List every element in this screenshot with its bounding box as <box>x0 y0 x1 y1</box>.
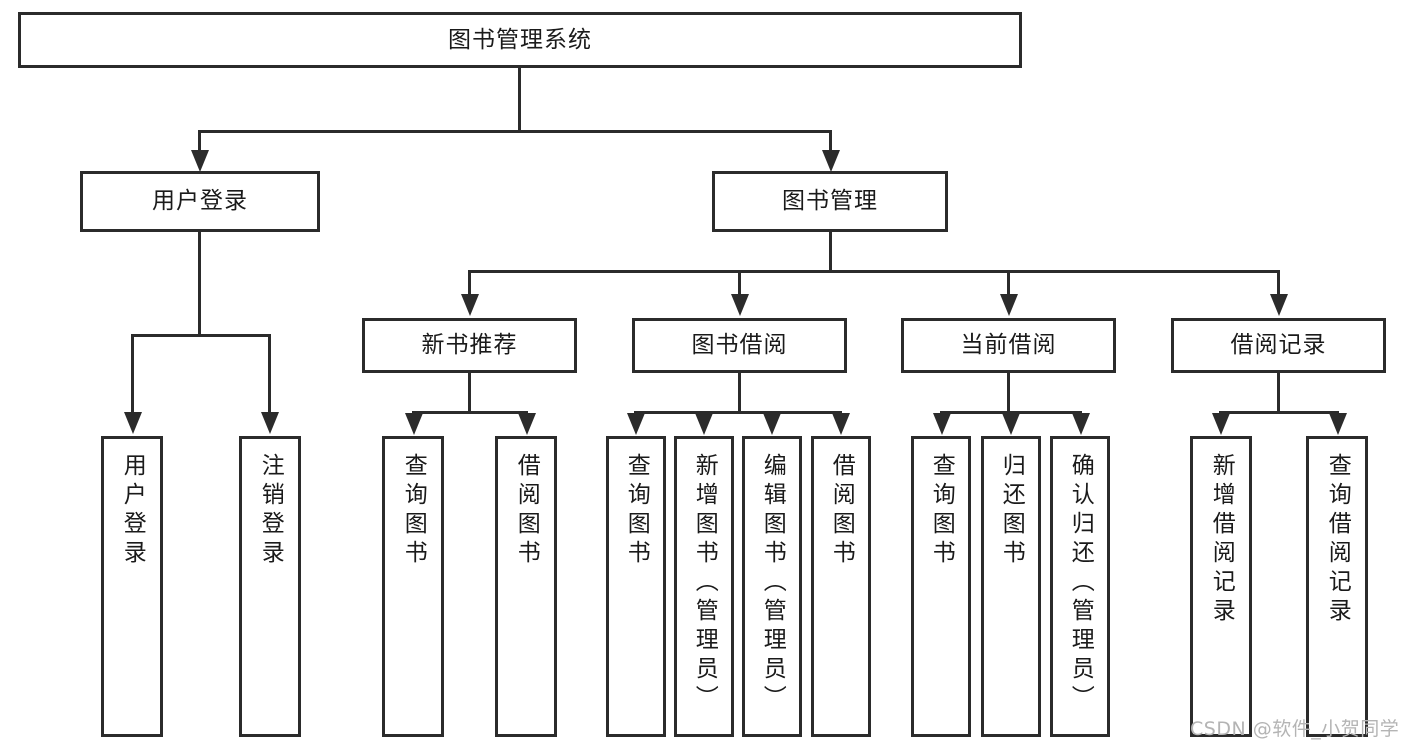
leaf-cb-return-book[interactable]: 归还图书 <box>981 436 1041 737</box>
node-current-borrow[interactable]: 当前借阅 <box>901 318 1116 373</box>
leaf-cb-query-book-label: 查询图书 <box>928 453 955 569</box>
arrow-to-leaf-nbr-borrow <box>518 413 536 435</box>
arrow-to-leaf-bb-edit <box>763 413 781 435</box>
leaf-bb-query-book-label: 查询图书 <box>623 453 650 569</box>
connector-br-stem <box>1277 373 1280 413</box>
arrow-to-leaf-bb-query <box>627 413 645 435</box>
node-user-login[interactable]: 用户登录 <box>80 171 320 232</box>
connector-root-bus <box>198 130 832 133</box>
connector-bm-drop-3 <box>1007 270 1010 298</box>
connector-br-bus <box>1219 411 1339 414</box>
connector-book-manage-bus <box>468 270 1280 273</box>
leaf-nbr-borrow-book[interactable]: 借阅图书 <box>495 436 557 737</box>
connector-root-drop-left <box>198 130 201 155</box>
arrow-to-leaf-br-add <box>1212 413 1230 435</box>
arrow-root-to-user-login <box>191 150 209 172</box>
connector-bm-drop-1 <box>468 270 471 298</box>
leaf-nbr-query-book[interactable]: 查询图书 <box>382 436 444 737</box>
connector-root-stem <box>518 68 521 131</box>
arrow-to-current-borrow <box>1000 294 1018 316</box>
node-book-manage[interactable]: 图书管理 <box>712 171 948 232</box>
node-borrow-record[interactable]: 借阅记录 <box>1171 318 1386 373</box>
leaf-bb-edit-book-label: 编辑图书（管理员） <box>759 453 786 714</box>
leaf-bb-query-book[interactable]: 查询图书 <box>606 436 666 737</box>
leaf-nbr-query-book-label: 查询图书 <box>400 453 427 569</box>
leaf-cb-return-book-label: 归还图书 <box>998 453 1025 569</box>
leaf-user-login-label: 用户登录 <box>119 453 146 569</box>
leaf-bb-add-book[interactable]: 新增图书（管理员） <box>674 436 734 737</box>
leaf-user-login[interactable]: 用户登录 <box>101 436 163 737</box>
leaf-br-add-record-label: 新增借阅记录 <box>1208 453 1235 627</box>
connector-nbr-bus <box>412 411 528 414</box>
connector-bb-stem <box>738 373 741 413</box>
node-borrow-record-label: 借阅记录 <box>1230 332 1327 359</box>
connector-nbr-stem <box>468 373 471 413</box>
leaf-cb-query-book[interactable]: 查询图书 <box>911 436 971 737</box>
node-book-manage-label: 图书管理 <box>782 188 878 215</box>
arrow-to-book-borrow <box>731 294 749 316</box>
arrow-to-leaf-bb-add <box>695 413 713 435</box>
arrow-to-leaf-logout <box>261 412 279 434</box>
arrow-to-leaf-cb-confirm <box>1072 413 1090 435</box>
node-root-system[interactable]: 图书管理系统 <box>18 12 1022 68</box>
connector-book-manage-stem <box>829 232 832 272</box>
leaf-bb-edit-book[interactable]: 编辑图书（管理员） <box>742 436 802 737</box>
connector-user-login-drop-1 <box>131 334 134 414</box>
node-book-borrow-label: 图书借阅 <box>691 332 788 359</box>
leaf-br-add-record[interactable]: 新增借阅记录 <box>1190 436 1252 737</box>
connector-user-login-stem <box>198 232 201 336</box>
leaf-cb-confirm-return-label: 确认归还（管理员） <box>1067 453 1094 714</box>
leaf-nbr-borrow-book-label: 借阅图书 <box>513 453 540 569</box>
arrow-to-leaf-nbr-query <box>405 413 423 435</box>
connector-user-login-drop-2 <box>268 334 271 414</box>
leaf-br-query-record[interactable]: 查询借阅记录 <box>1306 436 1368 737</box>
node-new-book-recommend-label: 新书推荐 <box>421 332 518 359</box>
leaf-bb-borrow-book-label: 借阅图书 <box>828 453 855 569</box>
node-book-borrow[interactable]: 图书借阅 <box>632 318 847 373</box>
leaf-bb-add-book-label: 新增图书（管理员） <box>691 453 718 714</box>
connector-bm-drop-2 <box>738 270 741 298</box>
node-new-book-recommend[interactable]: 新书推荐 <box>362 318 577 373</box>
arrow-to-leaf-bb-borrow <box>832 413 850 435</box>
watermark-text: CSDN @软件_小贺同学 <box>1190 718 1400 740</box>
leaf-logout-label: 注销登录 <box>257 453 284 569</box>
leaf-cb-confirm-return[interactable]: 确认归还（管理员） <box>1050 436 1110 737</box>
connector-user-login-bus <box>131 334 271 337</box>
connector-bb-bus <box>634 411 840 414</box>
arrow-to-leaf-cb-query <box>933 413 951 435</box>
arrow-root-to-book-manage <box>822 150 840 172</box>
node-current-borrow-label: 当前借阅 <box>960 332 1057 359</box>
arrow-to-new-book-recommend <box>461 294 479 316</box>
leaf-logout[interactable]: 注销登录 <box>239 436 301 737</box>
arrow-to-leaf-cb-return <box>1002 413 1020 435</box>
leaf-br-query-record-label: 查询借阅记录 <box>1324 453 1351 627</box>
connector-bm-drop-4 <box>1277 270 1280 298</box>
arrow-to-leaf-br-query <box>1329 413 1347 435</box>
leaf-bb-borrow-book[interactable]: 借阅图书 <box>811 436 871 737</box>
node-root-system-label: 图书管理系统 <box>448 26 592 53</box>
connector-root-drop-right <box>829 130 832 155</box>
connector-cb-stem <box>1007 373 1010 413</box>
arrow-to-leaf-user-login <box>124 412 142 434</box>
node-user-login-label: 用户登录 <box>152 188 248 215</box>
arrow-to-borrow-record <box>1270 294 1288 316</box>
